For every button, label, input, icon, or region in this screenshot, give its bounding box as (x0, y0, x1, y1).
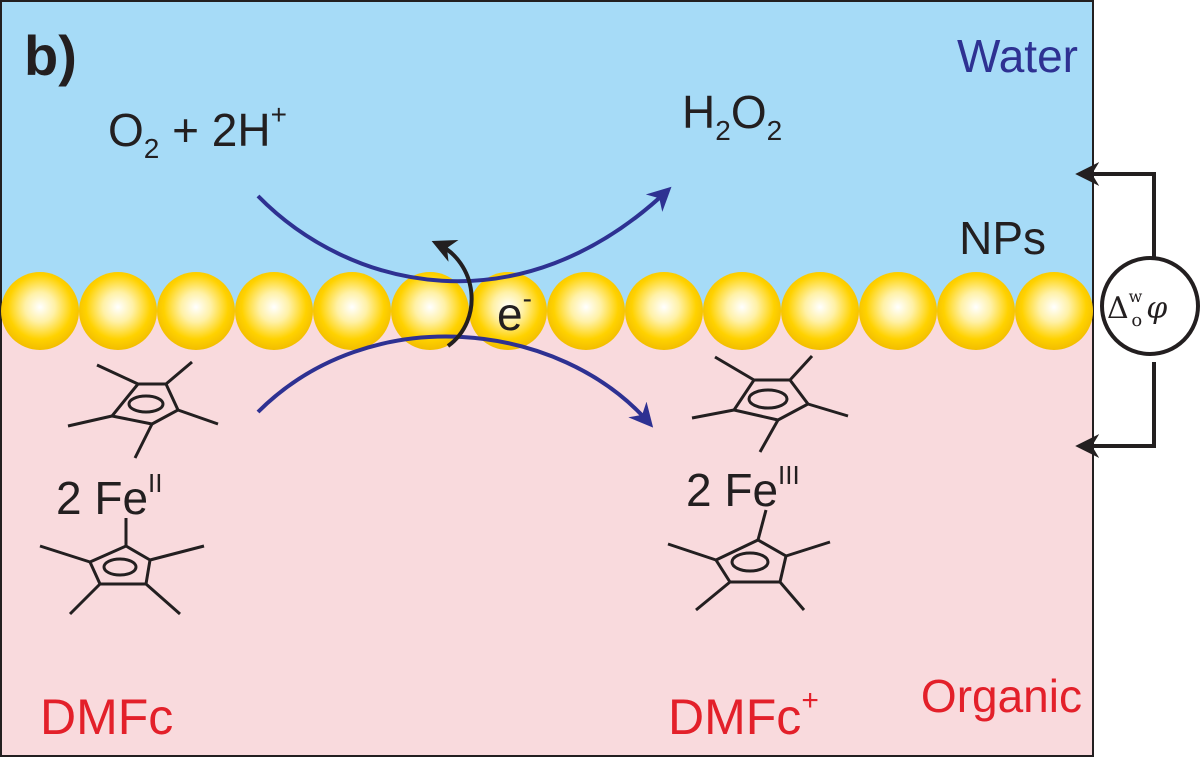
reactant-h-superscript: + (271, 99, 287, 130)
left-dmfc-molecule (39, 360, 219, 616)
electron-e: e (497, 288, 523, 340)
organic-label: Organic (921, 670, 1082, 722)
right-fe-superscript: III (778, 460, 800, 490)
left-top-cp-ring (67, 360, 219, 459)
potential-superscript: w (1129, 287, 1143, 306)
right-dmfc-molecule (667, 354, 849, 612)
product-h: H (682, 86, 715, 138)
panel-label: b) (24, 24, 77, 87)
nanoparticle (235, 272, 313, 350)
water-label: Water (957, 30, 1078, 82)
nanoparticle (781, 272, 859, 350)
dmfc-label: DMFc (40, 689, 173, 745)
nanoparticle (79, 272, 157, 350)
potential-delta: Δ (1107, 291, 1129, 326)
dmfc-plus-label: DMFc+ (668, 684, 819, 745)
nanoparticle (469, 272, 547, 350)
right-fe-label: 2 FeIII (686, 460, 800, 516)
reactant-o: O (108, 104, 144, 156)
nanoparticle (703, 272, 781, 350)
potential-subscript: o (1131, 310, 1142, 331)
dmfc-plus-text: DMFc (668, 689, 801, 745)
product-o-subscript: 2 (767, 115, 783, 146)
frame-border (0, 0, 1094, 757)
nanoparticle (157, 272, 235, 350)
electron-label: e- (497, 283, 532, 340)
right-bottom-cp-ring (667, 509, 831, 612)
left-fe-text: 2 Fe (56, 472, 148, 524)
nanoparticle (547, 272, 625, 350)
reactant-mid: + 2H (159, 104, 270, 156)
nanoparticle (391, 272, 469, 350)
organic-phase (1, 311, 1093, 756)
potential-source-circle (1100, 256, 1200, 356)
dmfc-plus-superscript: + (801, 684, 819, 717)
electron-superscript: - (523, 283, 532, 314)
product-o: O (731, 86, 767, 138)
product-h-subscript: 2 (715, 115, 731, 146)
nps-label: NPs (959, 212, 1046, 264)
nanoparticle (625, 272, 703, 350)
nanoparticle (1, 272, 79, 350)
electron-arrow (431, 240, 474, 348)
left-fe-label: 2 FeII (56, 468, 163, 524)
circuit-wire-bottom (1075, 362, 1156, 458)
water-phase (1, 1, 1093, 311)
reactant-formula: O2 + 2H+ (108, 99, 287, 164)
nanoparticle (937, 272, 1015, 350)
nanoparticle (313, 272, 391, 350)
product-formula: H2O2 (682, 86, 782, 146)
left-fe-superscript: II (148, 468, 162, 498)
nanoparticle (1015, 272, 1093, 350)
right-fe-text: 2 Fe (686, 464, 778, 516)
circuit-wire-top (1075, 162, 1156, 258)
nanoparticle (859, 272, 937, 350)
oxidation-arrow (256, 334, 654, 428)
reactant-o-subscript: 2 (144, 133, 160, 164)
nanoparticle-layer (1, 272, 1093, 350)
right-top-cp-ring (691, 354, 849, 453)
left-bottom-cp-ring (39, 518, 205, 616)
reduction-arrow (256, 186, 672, 284)
potential-phi: φ (1146, 291, 1167, 326)
